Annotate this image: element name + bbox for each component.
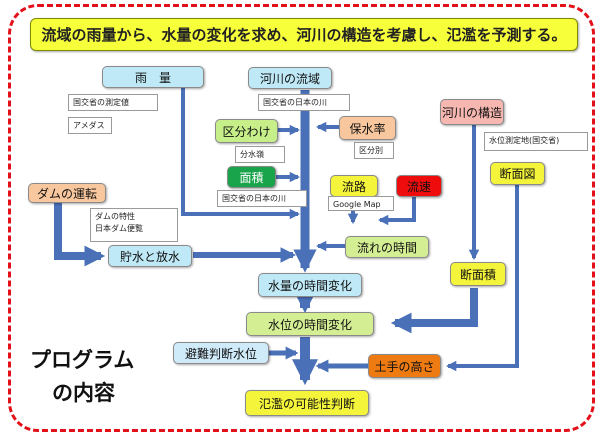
cross-section-figure-box: 断面図 [490,162,545,185]
flood-judgment-box: 氾濫の可能性判断 [245,390,369,416]
note-japan-dam-handbook: 日本ダム便覧 [95,224,143,233]
note-zone-classification: 区分別 [354,142,394,159]
program-contents-label: プログラム の内容 [30,343,134,409]
program-label-line-1: プログラム [30,347,135,372]
river-structure-box: 河川の構造 [440,99,504,125]
levee-height-box: 土手の高さ [368,354,441,378]
arrow-section-to-level [390,288,478,334]
arrow-velocity-to-flow [377,196,416,226]
arrow-rain-to-spine [181,88,301,220]
note-watershed: 分水嶺 [235,146,285,163]
note-stage-station: 水位測定地(国交省) [484,132,588,151]
note-google-map: Google Map [328,196,394,211]
cross-section-area-box: 断面積 [450,262,506,286]
note-mlit-river-1: 国交省の日本の川 [258,94,350,111]
water-level-change-box: 水位の時間変化 [246,312,374,336]
dam-operation-box: ダムの運転 [28,183,106,203]
channel-box: 流路 [330,175,378,197]
arrow-figure-to-levee [445,185,519,372]
flow-time-box: 流れの時間 [345,236,429,258]
note-dam-info: ダムの特性 日本ダム便覧 [90,208,178,242]
rain-box: 雨 量 [102,66,204,88]
zoning-box: 区分わけ [215,119,278,143]
program-label-line-2: の内容 [52,380,115,405]
note-amedas: アメダス [68,117,112,134]
note-mlit-river-2: 国交省の日本の川 [217,190,307,207]
page-title: 流域の雨量から、水量の変化を求め、河川の構造を考慮し、氾濫を予測する。 [30,18,578,51]
river-basin-box: 河川の流域 [248,67,332,89]
storage-discharge-box: 貯水と放水 [108,245,192,267]
arrow-dam-to-storage [54,202,106,267]
area-box: 面積 [227,166,276,188]
velocity-box: 流速 [396,175,442,197]
evacuation-level-box: 避難判断水位 [173,342,269,364]
water-volume-change-box: 水量の時間変化 [258,273,362,297]
water-retention-box: 保水率 [339,116,396,140]
note-mlit-measured: 国交省の測定値 [68,94,158,111]
dashed-frame [8,4,595,432]
note-dam-characteristics: ダムの特性 [95,212,135,221]
